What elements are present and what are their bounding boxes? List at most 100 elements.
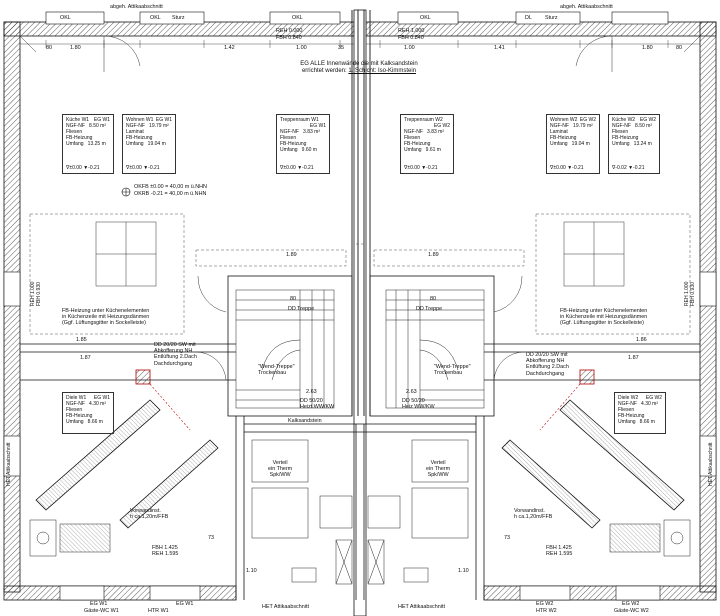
dim-top-0: 80 [46, 45, 53, 51]
room-details: NGF-NF 3.83 m² Fliesen FB-Heizung Umfang… [404, 129, 445, 153]
room-title: Küche W2 [612, 117, 636, 123]
room-unit: EG W1 [93, 117, 110, 123]
dim-263-right: 2.63 [406, 389, 417, 395]
okrb-datum: OKRB -0.21 = 40,00 m ü.NHN [134, 191, 207, 197]
room-label-hall-w2: Diele W2 EG W2 NGF-NF 4.30 m² Fliesen FB… [614, 392, 666, 434]
dim-189-right: 1.89 [428, 252, 439, 258]
floor-heating-note-right: FB-Heizung unter Küchenelementen in Küch… [560, 308, 648, 327]
room-details: NGF-NF 4.30 m² Fliesen FB-Heizung Umfang… [618, 401, 659, 425]
service-rooms [29, 439, 691, 585]
bottom-label-3: EG W1 [176, 601, 194, 607]
room-title: Diele W1 [66, 395, 87, 401]
room-unit: EG W2 [645, 395, 662, 401]
room-unit: EG W1 [93, 395, 110, 401]
room-title: Küche W1 [66, 117, 90, 123]
bottom-label-1: Gäste-WC W1 [84, 608, 119, 614]
dim-187-left: 1.87 [80, 355, 91, 361]
room-unit: EG W1 [309, 123, 326, 129]
stair-label-left: "Wend-Treppe" Trockenbau [258, 364, 295, 377]
dd-treppe-left: DD Treppe [288, 306, 315, 312]
duct-note-left: DD 20/20 SW mit Abkofferung NH Entlüftun… [154, 342, 197, 367]
room-details: NGF-NF 19.79 m² Laminat FB-Heizung Umfan… [126, 123, 169, 147]
bottom-label-5: HET Attikaabschnitt [398, 604, 445, 610]
dim-top-5: 1.00 [404, 45, 415, 51]
floor-heating-note-left: FB-Heizung unter Küchenelementen in Küch… [62, 308, 150, 327]
dd-treppe-right: DD Treppe [416, 306, 443, 312]
bottom-label-4: HET Attikaabschnitt [262, 604, 309, 610]
dim-top-3: 1.00 [296, 45, 307, 51]
het-label-left: HET Attikaabschnitt [6, 442, 12, 486]
room-label-living-w1: Wohnen W1 EG W1 NGF-NF 19.79 m² Laminat … [122, 114, 176, 174]
dim-80-right: 80 [430, 296, 437, 302]
okl-left-3: OKL [292, 15, 303, 21]
kitchen-units [95, 221, 625, 287]
room-details: NGF-NF 8.50 m² Fliesen FB-Heizung Umfang… [66, 123, 107, 147]
duct-note-mid-left: DD 50/20 Heizt.WW/KW [300, 398, 335, 411]
dim-186: 1.86 [636, 337, 647, 343]
level-a: ∇±0.00 [280, 165, 296, 171]
bottom-label-6: EG W2 [536, 601, 554, 607]
door-swings-mid [195, 275, 525, 381]
room-level: ∇±0.00 ▼-0.21 [404, 165, 438, 171]
sturz-left: Sturz [172, 15, 185, 21]
level-a: ∇-0.02 [612, 165, 627, 171]
level-a: ∇±0.00 [66, 165, 82, 171]
construction-note: EG ALLE Innenwände die mit Kalksandstein… [264, 61, 454, 75]
dim-bottom-1: 1.10 [246, 568, 257, 574]
note-line-2b: 1. Schicht: Iso-Kimmstein [348, 68, 417, 74]
top-openings [45, 11, 669, 25]
duct-note-right: DD 20/20 SW mit Abkofferung NH Entlüftun… [526, 352, 569, 377]
dim-187-right: 1.87 [628, 355, 639, 361]
dim-185: 1.85 [76, 337, 87, 343]
room-level: ∇±0.00 ▼-0.21 [280, 165, 314, 171]
room-label-kitchen-w1: Küche W1 EG W1 NGF-NF 8.50 m² Fliesen FB… [62, 114, 114, 174]
room-unit: EG W2 [579, 117, 596, 123]
het-label-right: HET Attikaabschnitt [708, 442, 714, 486]
note-line-2: errichtet werden: 1. Schicht: Iso-Kimmst… [264, 68, 454, 75]
room-label-living-w2: Wohnen W2 EG W2 NGF-NF 19.79 m² Laminat … [546, 114, 600, 174]
dashed-outlines [29, 213, 691, 335]
dim-top-6: 1.41 [494, 45, 505, 51]
room-title: Treppenraum W1 [280, 117, 319, 123]
dim-bottom-3: 73 [504, 535, 511, 541]
dim-top-4: 35 [338, 45, 345, 51]
stair-left [235, 289, 335, 409]
dim-263-left: 2.63 [306, 389, 317, 395]
okl-right-1: OKL [420, 15, 431, 21]
level-b: ▼-0.21 [421, 165, 438, 171]
level-b: ▼-0.21 [83, 165, 100, 171]
bottom-label-2: HTR W1 [148, 608, 169, 614]
room-label-hall-w1: Diele W1 EG W1 NGF-NF 4.30 m² Fliesen FB… [62, 392, 114, 434]
room-details: NGF-NF 3.83 m² Fliesen FB-Heizung Umfang… [280, 129, 321, 153]
note-line-2a: errichtet werden: [301, 68, 347, 74]
prewall-note-left: Vorwandinst. h ca.1,20m/FFB [130, 508, 169, 521]
level-b: ▼-0.21 [297, 165, 314, 171]
side-openings [3, 271, 717, 477]
top-label-left: abgeh. Attikaabschnitt [110, 4, 163, 10]
stair-label-right: "Wend-Treppe" Trockenbau [434, 364, 471, 377]
fbh-bottom-right: FBH 1.425 REH 1.595 [546, 545, 573, 558]
datum-marker [121, 187, 131, 197]
bottom-label-8: EG W2 [622, 601, 640, 607]
okfb-datum: OKFB ±0.00 = 40,00 m ü.NHN [134, 184, 207, 190]
shafts [135, 369, 595, 385]
dim-189-left: 1.89 [286, 252, 297, 258]
room-unit: EG W2 [433, 123, 450, 129]
fbh-left-2: FBH 0.840 [276, 35, 302, 41]
kalksandstein-label: Kalksandstein [288, 418, 322, 424]
sturz-right: Sturz [545, 15, 558, 21]
dl-right: DL [525, 15, 532, 21]
room-unit: EG W1 [155, 117, 172, 123]
bottom-openings [59, 585, 661, 601]
fbh-right: REH 1.000 [398, 28, 425, 34]
room-details: NGF-NF 4.30 m² Fliesen FB-Heizung Umfang… [66, 401, 107, 425]
level-a: ∇±0.00 [550, 165, 566, 171]
duct-note-mid-right: DD 50/20 Heiz WW/KW [402, 398, 435, 411]
room-title: Diele W2 [618, 395, 639, 401]
okl-left-2: OKL [150, 15, 161, 21]
dim-bottom-2: 1.10 [458, 568, 469, 574]
top-label-right: abgeh. Attikaabschnitt [560, 4, 613, 10]
room-label-stair-w1: Treppenraum W1 EG W1 NGF-NF 3.83 m² Flie… [276, 114, 330, 174]
note-line-1: EG ALLE Innenwände die mit Kalksandstein [300, 61, 418, 67]
dimension-lines-top [20, 40, 700, 48]
